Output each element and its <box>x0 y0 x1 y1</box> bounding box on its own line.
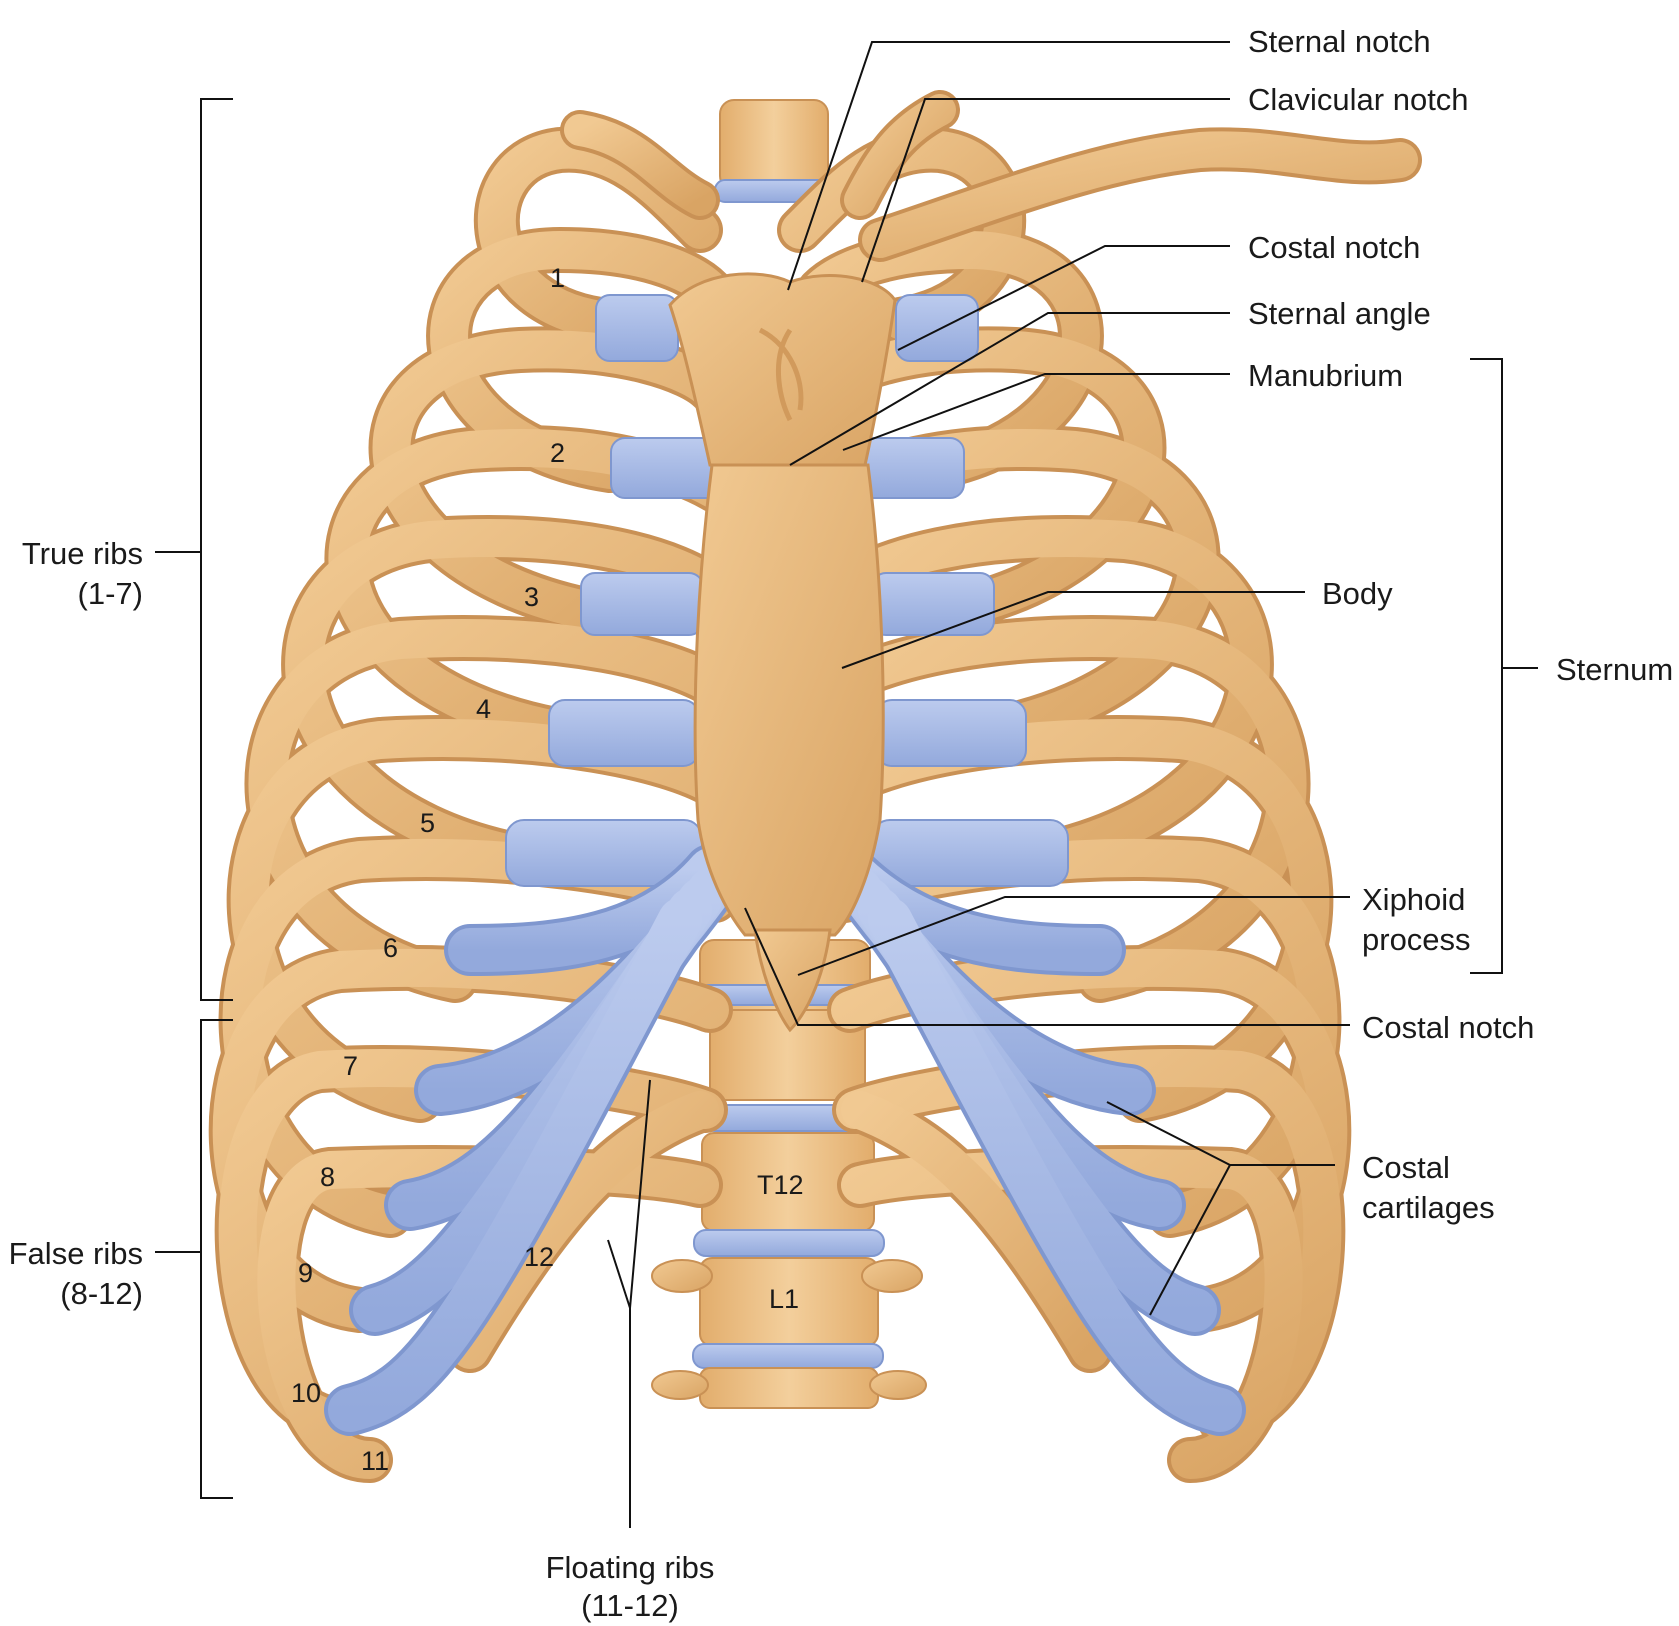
rib-number-12: 12 <box>524 1242 555 1272</box>
rib-number-9: 9 <box>298 1258 314 1288</box>
label-costal-notch-top: Costal notch <box>1248 230 1421 265</box>
label-floating-ribs: Floating ribs <box>545 1550 715 1585</box>
label-sternal-notch: Sternal notch <box>1248 24 1431 59</box>
label-clavicular-notch: Clavicular notch <box>1248 82 1469 117</box>
label-costal: Costal <box>1362 1150 1450 1185</box>
leader-lines <box>607 41 1350 1528</box>
label-manubrium: Manubrium <box>1248 358 1404 393</box>
label-true-ribs-range: (1-7) <box>77 576 143 611</box>
rib-number-6: 6 <box>383 933 399 963</box>
label-body: Body <box>1322 576 1393 611</box>
costal-cartilage-shapes <box>505 294 1069 887</box>
rib-number-5: 5 <box>420 808 436 838</box>
label-false-ribs-range: (8-12) <box>60 1276 143 1311</box>
label-cartilages: cartilages <box>1362 1190 1495 1225</box>
vertebra-t12-label: T12 <box>757 1170 804 1200</box>
label-sternum: Sternum <box>1556 652 1674 687</box>
rib-number-10: 10 <box>291 1378 322 1408</box>
rib-number-11: 11 <box>361 1446 390 1476</box>
rib-number-4: 4 <box>476 694 492 724</box>
rib-number-2: 2 <box>550 438 566 468</box>
rib-number-7: 7 <box>343 1051 359 1081</box>
brackets <box>155 98 1538 1499</box>
label-xiphoid: Xiphoid <box>1362 882 1466 917</box>
label-costal-notch-bottom: Costal notch <box>1362 1010 1535 1045</box>
sternum-shape <box>668 272 897 1033</box>
vertebral-column <box>651 99 927 1409</box>
label-true-ribs: True ribs <box>21 536 143 571</box>
rib-number-1: 1 <box>550 263 566 293</box>
vertebra-l1-label: L1 <box>769 1284 800 1314</box>
lower-cartilage-shapes <box>324 844 1246 1436</box>
label-process: process <box>1362 922 1471 957</box>
rib-number-8: 8 <box>320 1162 336 1192</box>
label-sternal-angle: Sternal angle <box>1248 296 1431 331</box>
label-floating-ribs-range: (11-12) <box>581 1588 679 1623</box>
clavicles <box>560 90 1422 262</box>
rib-number-3: 3 <box>524 582 540 612</box>
label-false-ribs: False ribs <box>8 1236 143 1271</box>
